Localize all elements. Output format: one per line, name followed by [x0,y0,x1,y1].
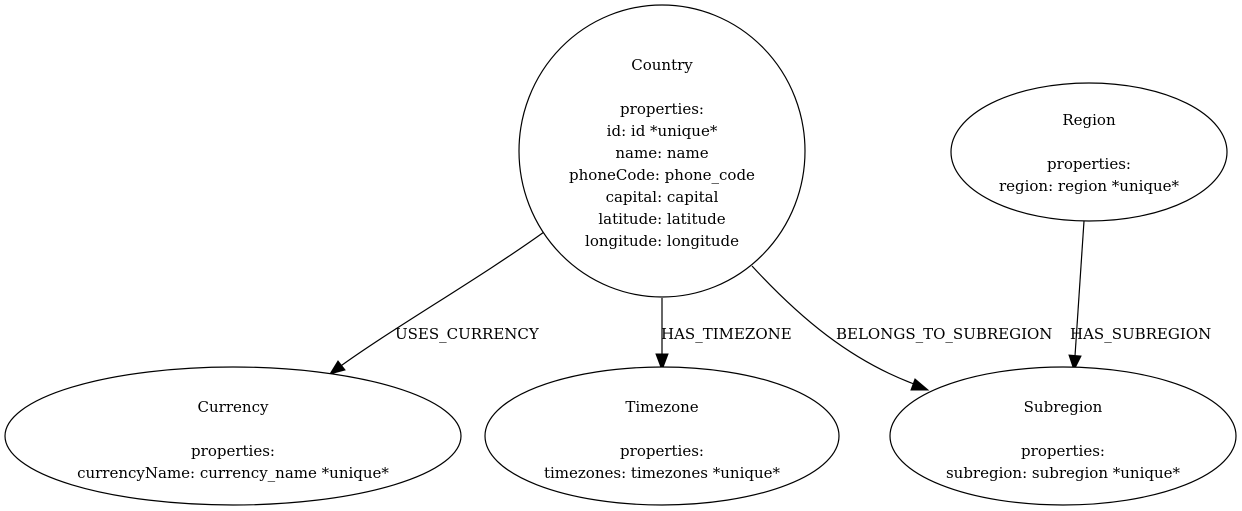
node-property: phoneCode: phone_code [569,166,755,184]
arrowhead-icon [1068,354,1082,372]
arrowhead-icon [655,353,669,372]
edge-has-timezone: HAS_TIMEZONE [655,298,792,372]
node-title: Subregion [1024,398,1103,416]
edge-has-subregion: HAS_SUBREGION [1068,220,1211,372]
edge-uses-currency: USES_CURRENCY [328,231,545,375]
node-shape [518,4,806,298]
node-property: latitude: latitude [598,210,725,228]
node-properties-heading: properties: [1021,442,1105,460]
arrowhead-icon [910,378,930,391]
node-property: region: region *unique* [999,177,1180,195]
node-title: Region [1062,111,1116,129]
node-properties-heading: properties: [1047,155,1131,173]
node-property: id: id *unique* [607,122,718,140]
node-property: subregion: subregion *unique* [946,464,1181,482]
edge-label-has-timezone: HAS_TIMEZONE [661,325,792,343]
edge-label-uses-currency: USES_CURRENCY [395,325,540,343]
node-shape [950,82,1228,222]
edge-line [337,231,545,369]
node-title: Country [631,56,693,74]
node-property: currencyName: currency_name *unique* [77,464,389,482]
node-shape [889,366,1237,506]
node-properties-heading: properties: [191,442,275,460]
node-property: capital: capital [606,188,719,206]
edge-label-has-subregion: HAS_SUBREGION [1070,325,1211,343]
node-properties-heading: properties: [620,100,704,118]
node-country[interactable]: Country properties: id: id *unique* name… [518,4,806,298]
edge-belongs-to-subregion: BELONGS_TO_SUBREGION [751,265,1052,391]
node-property: longitude: longitude [585,232,739,250]
edge-label-belongs-to-subregion: BELONGS_TO_SUBREGION [836,325,1052,343]
node-shape [4,366,462,506]
edge-line [751,265,915,385]
node-timezone[interactable]: Timezone properties: timezones: timezone… [484,366,840,506]
edge-line [1074,220,1085,357]
node-currency[interactable]: Currency properties: currencyName: curre… [4,366,462,506]
arrowhead-icon [328,360,346,375]
node-property: timezones: timezones *unique* [544,464,781,482]
node-title: Currency [198,398,269,416]
node-subregion[interactable]: Subregion properties: subregion: subregi… [889,366,1237,506]
node-shape [484,366,840,506]
node-property: name: name [615,144,708,162]
node-properties-heading: properties: [620,442,704,460]
node-title: Timezone [625,398,698,416]
node-region[interactable]: Region properties: region: region *uniqu… [950,82,1228,222]
